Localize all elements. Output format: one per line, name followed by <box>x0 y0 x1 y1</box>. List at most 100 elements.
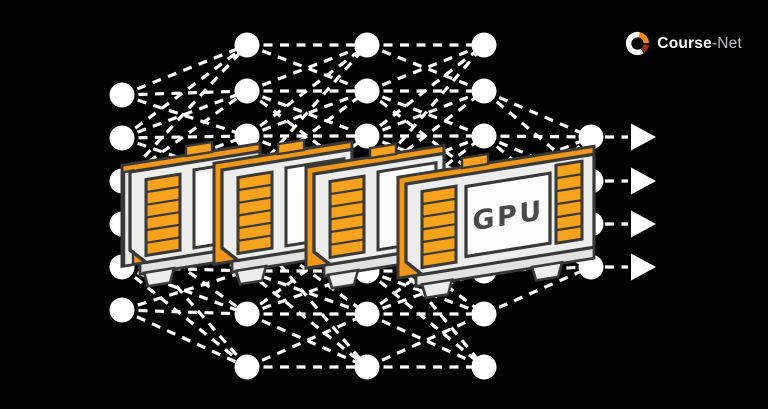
output-arrow-head <box>631 210 656 238</box>
network-node <box>471 301 497 327</box>
card-top-tab <box>368 142 398 160</box>
connection-line <box>246 89 368 138</box>
ram-divider <box>422 235 456 244</box>
gpu-chip-panel <box>464 171 552 259</box>
connection-line <box>120 43 249 183</box>
connection-line <box>121 308 248 316</box>
card-top-tab <box>184 140 214 158</box>
connection-line <box>483 265 592 316</box>
card-top-tab <box>460 152 490 170</box>
network-node <box>471 123 497 149</box>
connection-line <box>365 269 486 369</box>
connection-line <box>365 43 486 183</box>
network-node <box>354 78 380 104</box>
connection-line <box>366 312 485 369</box>
ram-divider <box>146 223 180 232</box>
ram-divider <box>556 186 582 193</box>
network-node <box>109 125 135 151</box>
connection-line <box>246 89 368 183</box>
gpu-cards: GPU <box>120 138 596 300</box>
ram-divider <box>238 183 272 192</box>
gpu-card: GPU <box>396 144 596 300</box>
connection-line <box>121 89 248 97</box>
ram-divider <box>422 197 456 206</box>
network-node <box>471 354 497 380</box>
ram-divider <box>238 208 272 217</box>
brand-name-bold: Course <box>657 34 712 52</box>
ram-stack <box>236 170 274 256</box>
connection-line <box>366 43 485 93</box>
output-arrow-head <box>631 123 656 151</box>
ram-divider <box>556 173 582 180</box>
connection-line <box>246 312 368 369</box>
output-arrow-head <box>631 167 656 195</box>
brand-ring-icon <box>626 31 650 56</box>
network-node <box>354 354 380 380</box>
network-node <box>354 32 380 58</box>
ram-divider <box>238 234 272 242</box>
ram-stack <box>144 172 182 258</box>
network-node <box>109 82 135 108</box>
connection-line <box>246 312 368 369</box>
connection-line <box>121 265 248 369</box>
ram-stack <box>420 184 458 270</box>
connection-line <box>246 89 368 138</box>
connection-line <box>121 308 248 369</box>
card-foot <box>326 268 360 290</box>
ram-divider <box>238 221 272 230</box>
network-node <box>578 124 604 150</box>
ram-divider <box>146 236 180 244</box>
brand-logo: Course-Net <box>625 31 742 56</box>
connection-line <box>246 43 368 93</box>
network-node <box>471 32 497 58</box>
network-node <box>109 297 135 323</box>
network-node <box>234 123 260 149</box>
output-arrows <box>605 123 656 281</box>
connection-line <box>246 43 368 138</box>
card-foot <box>420 278 454 300</box>
ram-divider <box>422 222 456 231</box>
card-foot <box>530 260 564 282</box>
network-node <box>234 301 260 327</box>
ram-divider <box>146 198 180 206</box>
ram-divider <box>330 238 364 246</box>
ram-divider <box>556 199 582 206</box>
ram-divider <box>146 210 180 219</box>
ram-divider <box>330 225 364 234</box>
card-foot <box>142 266 176 288</box>
connection-line <box>366 43 485 93</box>
connection-line <box>366 312 485 369</box>
ram-divider <box>146 185 180 194</box>
connection-line <box>121 269 248 312</box>
ram-divider <box>330 187 364 196</box>
connection-line <box>366 89 485 138</box>
ram-divider <box>556 225 582 232</box>
network-node <box>234 32 260 58</box>
connection-line <box>366 89 485 138</box>
connection-line <box>483 89 592 139</box>
connection-line <box>121 134 248 140</box>
ram-divider <box>556 212 582 219</box>
ram-divider <box>330 212 364 221</box>
output-arrow-head <box>631 253 656 281</box>
connection-line <box>245 43 369 183</box>
card-foot <box>234 264 268 286</box>
card-top-tab <box>276 138 306 156</box>
connection-line <box>246 43 368 93</box>
brand-name: Course-Net <box>657 35 742 53</box>
ram-divider <box>422 248 456 256</box>
connection-line <box>366 269 485 316</box>
brand-name-light: -Net <box>711 34 742 52</box>
network-node <box>354 123 380 149</box>
connection-line <box>246 269 368 316</box>
network-node <box>354 301 380 327</box>
ram-stack <box>554 159 584 245</box>
ram-divider <box>330 200 364 208</box>
connection-line <box>121 43 248 97</box>
connection-line <box>121 93 248 138</box>
network-node <box>234 78 260 104</box>
ram-divider <box>422 210 456 218</box>
connection-line <box>245 224 369 369</box>
